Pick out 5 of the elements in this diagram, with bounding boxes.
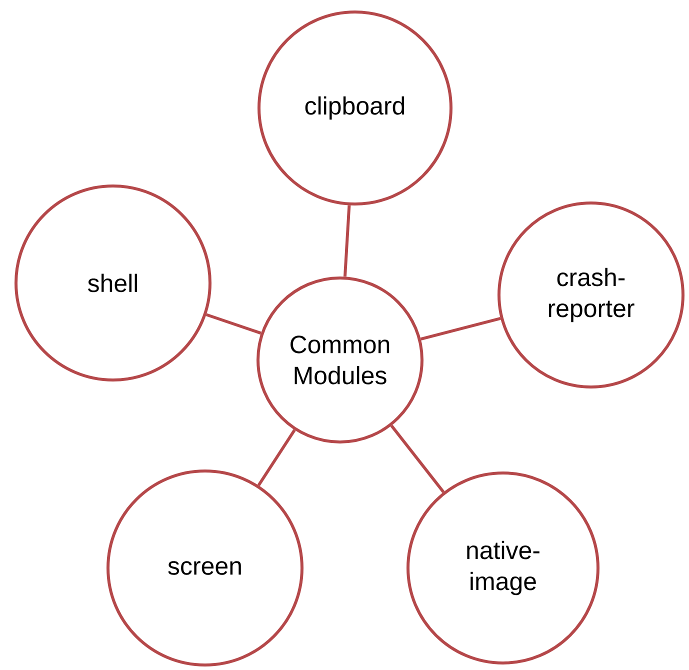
connector-line — [390, 424, 445, 493]
connector-line — [206, 313, 262, 335]
connector-line — [343, 205, 351, 277]
connector-line — [420, 316, 501, 341]
connector-line — [257, 429, 296, 486]
